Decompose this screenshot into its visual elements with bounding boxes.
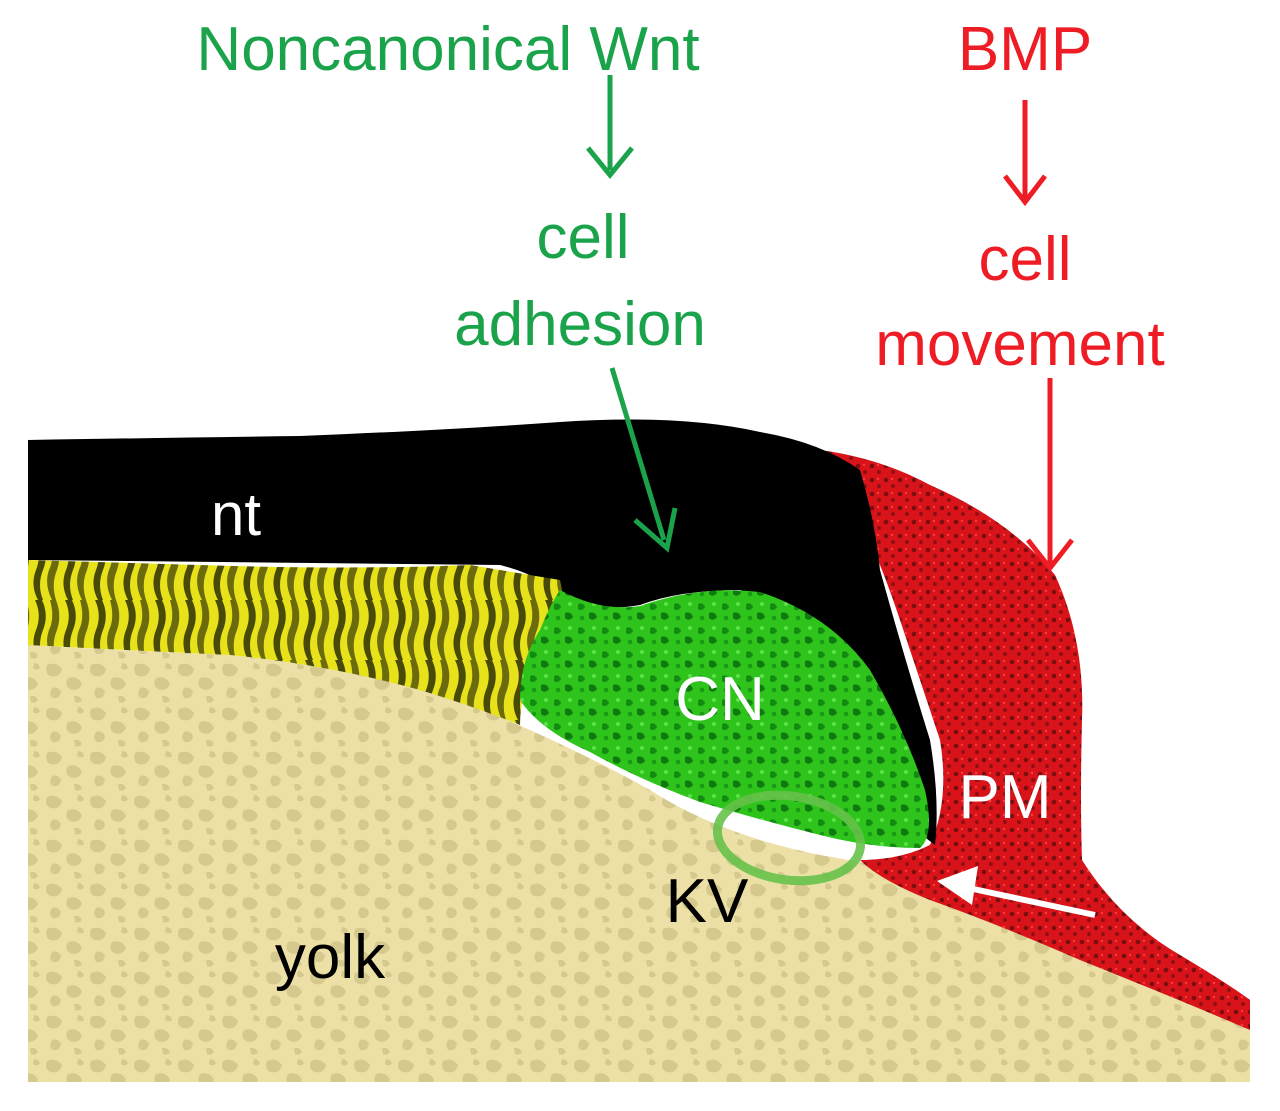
white-pointer-arrowhead (937, 866, 978, 905)
kv-label: KV (666, 867, 749, 936)
bmp-signal-label: BMP (958, 15, 1092, 84)
posterior-mesoderm-region (820, 450, 1250, 1030)
notochord-band-region (28, 560, 563, 725)
bmp-effect-line1: cell (978, 225, 1071, 294)
pm-label: PM (959, 763, 1052, 832)
bmp-effect-line2: movement (875, 310, 1164, 379)
kv-ring (712, 790, 866, 886)
adhesion-to-cn-arrow (609, 367, 667, 541)
adhesion-to-cn-arrowhead (633, 507, 678, 553)
yolk-region (28, 645, 1250, 1082)
movement-to-pm-arrowhead (1026, 538, 1074, 573)
yolk-label: yolk (275, 923, 386, 992)
wnt-to-adhesion-arrowhead (586, 146, 634, 179)
bmp-to-movement-arrowhead (1003, 174, 1047, 207)
wnt-effect-line2: adhesion (454, 290, 706, 359)
cn-label: CN (675, 665, 765, 734)
chordoneural-hinge-region (520, 590, 929, 848)
neural-tube-region (28, 419, 937, 845)
nt-label: nt (211, 481, 261, 548)
wnt-signal-label: Noncanonical Wnt (196, 15, 699, 84)
wnt-effect-line1: cell (536, 203, 629, 272)
